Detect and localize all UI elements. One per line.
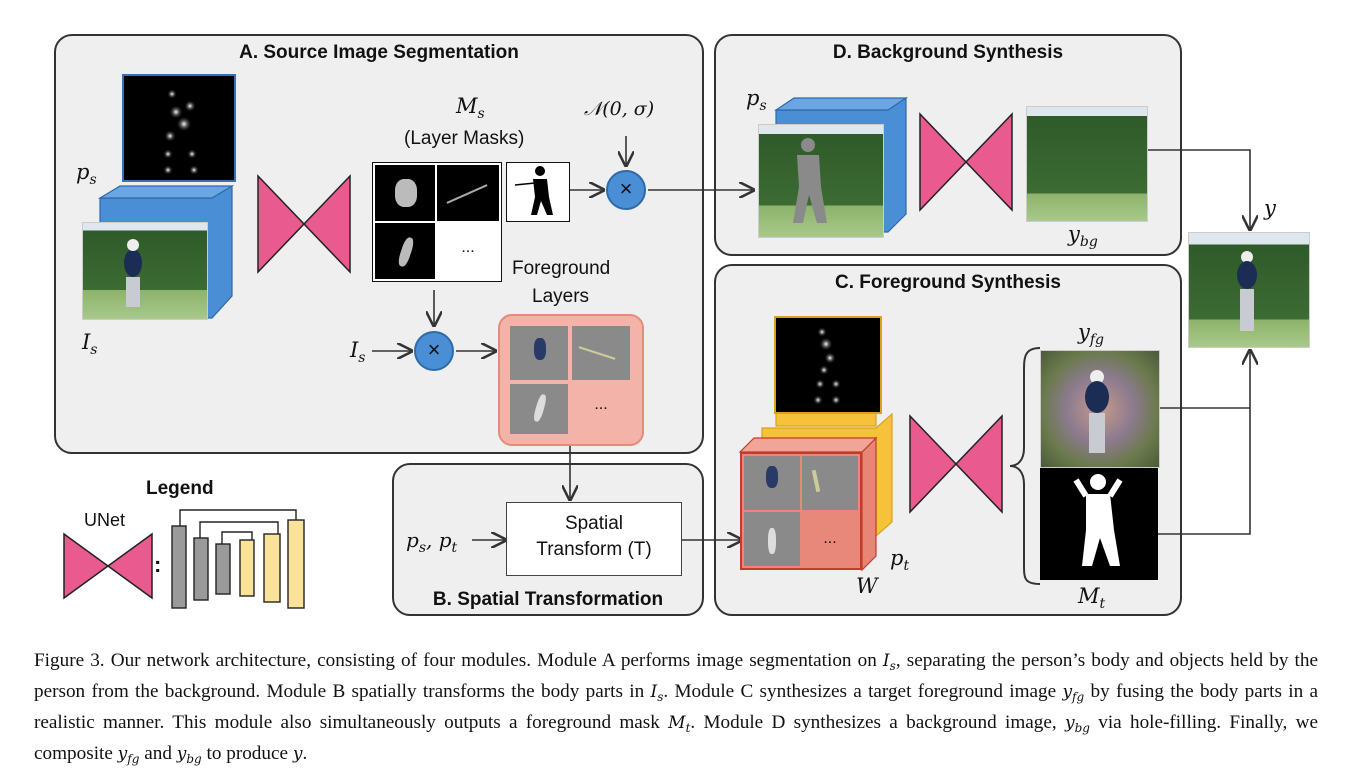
module-d-title: D. Background Synthesis <box>832 42 1064 63</box>
caption-math: I <box>650 682 658 702</box>
pose-heatmap-c-dots <box>813 327 841 405</box>
ps-label-d: ps <box>746 86 767 114</box>
ybg-label: ybg <box>1068 222 1098 250</box>
caption-math: y <box>176 744 187 764</box>
legend-unet-diagram <box>171 509 305 609</box>
ps-pt-label: ps, pt <box>406 528 458 556</box>
is-label-mult: Is <box>350 338 366 366</box>
unet-d-icon <box>919 112 968 212</box>
caption-math: y <box>117 744 128 764</box>
fg-layer-3 <box>510 384 568 434</box>
fg-layer-1 <box>510 326 568 380</box>
is-label-a: Is <box>82 330 98 358</box>
spatial-transform-box: Spatial Transform (T) <box>506 502 682 576</box>
caption-text: to produce <box>201 743 293 764</box>
caption-subscript: bg <box>1074 721 1090 735</box>
yfg-label: yfg <box>1078 320 1105 348</box>
caption-math: y <box>292 744 303 764</box>
module-c-title: C. Foreground Synthesis <box>835 272 1061 293</box>
caption-subscript: t <box>685 721 691 735</box>
pose-heatmap-a <box>122 74 236 182</box>
caption-text: . Module C synthesizes a target foregrou… <box>663 681 1063 702</box>
w-label: W <box>856 574 878 598</box>
caption-text: . Module D synthesizes a background imag… <box>690 712 1065 733</box>
background-output-ybg <box>1026 106 1148 222</box>
legend-unet-icon <box>63 532 110 600</box>
caption-subscript: s <box>657 690 664 704</box>
caption-text: , separating the person’s body and objec… <box>34 650 1318 702</box>
mask-2 <box>437 165 499 221</box>
caption-text: . <box>302 743 308 764</box>
w-layer-1 <box>744 456 800 510</box>
caption-subscript: fg <box>127 752 140 766</box>
module-b-title: B. Spatial Transformation <box>432 589 664 610</box>
pose-heatmap-c <box>774 316 882 414</box>
mask-ellipsis: ... <box>461 239 475 256</box>
caption-subscript: bg <box>186 752 202 766</box>
foreground-output-yfg <box>1040 350 1160 468</box>
fg-layers-label-1: Foreground <box>512 258 611 279</box>
caption-subscript: fg <box>1072 690 1085 704</box>
masked-background-image <box>758 124 884 238</box>
unet-c-icon <box>909 414 958 514</box>
legend-colon: : <box>154 552 162 577</box>
spatial-transform-line1: Spatial <box>564 513 624 534</box>
layer-masks-grid: ... <box>372 162 502 282</box>
noise-label: 𝒩(0, σ) <box>584 98 655 120</box>
mt-label: Mt <box>1078 584 1106 612</box>
caption-math: I <box>882 651 890 671</box>
caption-text: and <box>139 743 177 764</box>
caption-text: by fusing the body parts in a realistic … <box>34 681 1318 733</box>
multiply-node-2: × <box>414 331 454 371</box>
w-layer-2 <box>802 456 858 510</box>
fg-layers-label-2: Layers <box>532 286 590 307</box>
foreground-mask-mt <box>1040 468 1158 580</box>
silhouette-mask-a <box>506 162 570 222</box>
final-output-y <box>1188 232 1310 348</box>
pt-label: pt <box>890 546 910 574</box>
warped-layers-w: ... <box>740 452 862 570</box>
output-brace <box>1009 347 1041 585</box>
layer-masks-label: (Layer Masks) <box>404 128 525 149</box>
y-label: y <box>1264 196 1276 220</box>
w-layer-3 <box>744 512 800 566</box>
caption-math: M <box>668 713 686 733</box>
figure-caption: Figure 3. Our network architecture, cons… <box>34 648 1318 772</box>
ms-label: Ms <box>456 94 485 122</box>
caption-math: y <box>1062 682 1073 702</box>
fg-layer-2 <box>572 326 630 380</box>
source-image-is <box>82 222 208 320</box>
caption-math: y <box>1064 713 1075 733</box>
mask-1 <box>375 165 435 221</box>
mask-3 <box>375 223 435 279</box>
w-layer-ellipsis: ... <box>823 530 837 547</box>
multiply-node-1: × <box>606 170 646 210</box>
unet-a-icon <box>257 174 306 274</box>
caption-text: via hole-filling. Finally, we composite <box>34 712 1318 764</box>
legend-unet-label: UNet <box>84 510 126 530</box>
caption-text: Figure 3. Our network architecture, cons… <box>34 650 883 671</box>
foreground-layers: ... <box>498 314 644 446</box>
legend-title: Legend <box>146 478 214 499</box>
caption-subscript: s <box>889 659 896 673</box>
spatial-transform-line2: Transform (T) <box>536 539 652 560</box>
module-a-title: A. Source Image Segmentation <box>239 42 519 63</box>
pose-heatmap-a-dots <box>163 89 199 175</box>
fg-layer-ellipsis: ... <box>594 396 608 413</box>
ps-label-a: ps <box>76 160 97 188</box>
